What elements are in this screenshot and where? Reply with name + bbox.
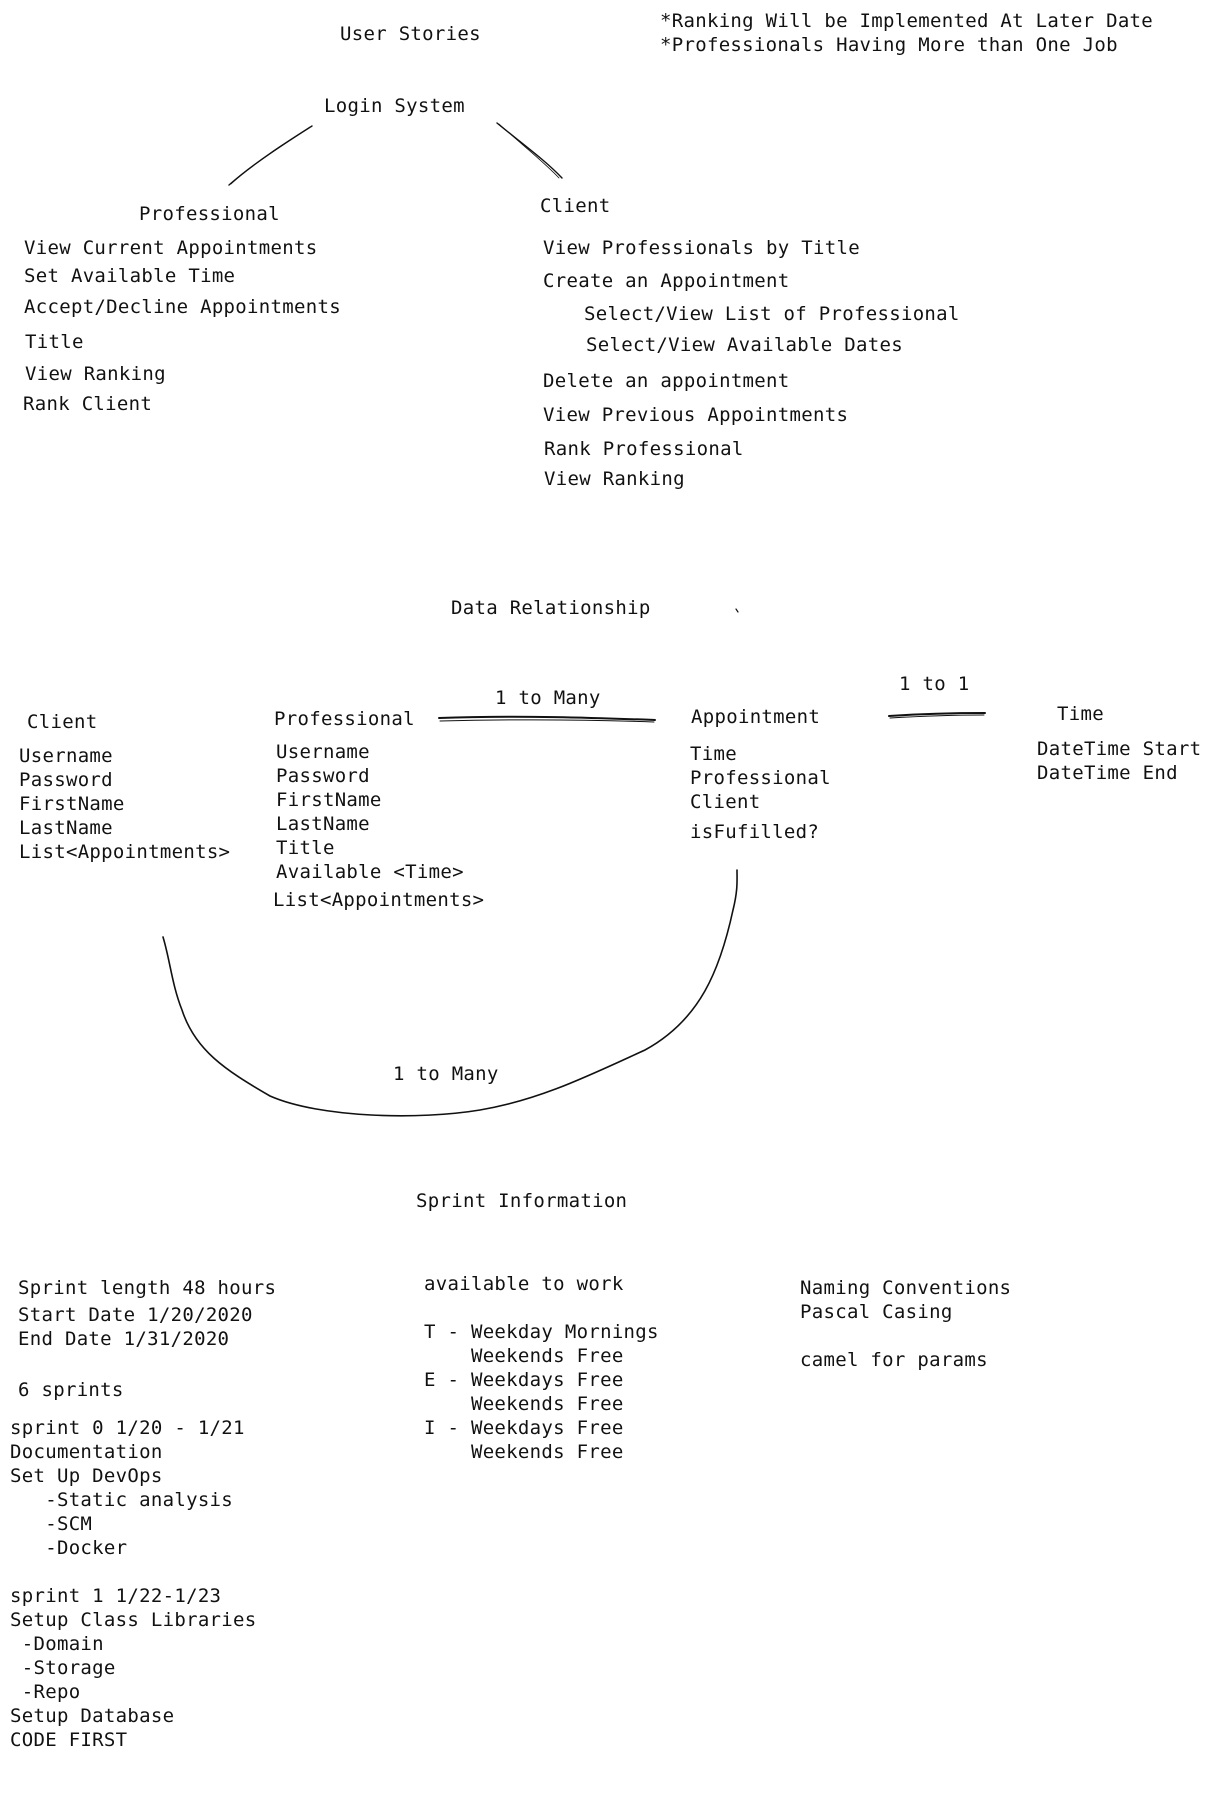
- entity-field: isFufilled?: [690, 821, 820, 843]
- professional-story-item: Accept/Decline Appointments: [24, 296, 341, 318]
- client-story-item: View Previous Appointments: [543, 404, 849, 426]
- entity-field: Time: [690, 743, 737, 765]
- sprint-1-line: CODE FIRST: [10, 1729, 128, 1751]
- entity-field: Password: [19, 769, 113, 791]
- sprint-1-line: -Repo: [10, 1681, 81, 1703]
- client-story-item: Select/View List of Professional: [584, 303, 960, 325]
- appointment-entity-title: Appointment: [691, 706, 821, 728]
- sprint-0-line: sprint 0 1/20 - 1/21: [10, 1417, 245, 1439]
- availability-block: T - Weekday Mornings Weekends Free E - W…: [424, 1320, 659, 1464]
- naming-conventions-block: Naming Conventions Pascal Casing camel f…: [800, 1276, 1011, 1372]
- sprint-0-block: sprint 0 1/20 - 1/21 Documentation Set U…: [10, 1416, 245, 1560]
- professional-story-item: Title: [25, 331, 84, 353]
- note-ranking: *Ranking Will be Implemented At Later Da…: [660, 10, 1154, 32]
- availability-line: Weekends Free: [424, 1441, 624, 1463]
- professional-story-item: Set Available Time: [24, 265, 236, 287]
- time-entity-fields: DateTime Start DateTime End: [1037, 737, 1201, 785]
- client-stories-title: Client: [540, 195, 611, 217]
- professional-stories-title: Professional: [139, 203, 280, 225]
- data-relationship-title: Data Relationship: [451, 597, 651, 619]
- appointment-entity-fields: Time Professional Client isFufilled?: [690, 742, 831, 844]
- client-story-item: Delete an appointment: [543, 370, 790, 392]
- entity-field: Available <Time>: [276, 861, 464, 883]
- sprint-summary-line: Sprint length 48 hours: [18, 1277, 277, 1299]
- availability-line: E - Weekdays Free: [424, 1369, 624, 1391]
- availability-line: T - Weekday Mornings: [424, 1321, 659, 1343]
- entity-field: LastName: [276, 813, 370, 835]
- sprint-0-line: -Static analysis: [10, 1489, 234, 1511]
- availability-title: available to work: [424, 1273, 624, 1295]
- client-story-item: Select/View Available Dates: [586, 334, 903, 356]
- sprint-summary: Sprint length 48 hours Start Date 1/20/2…: [18, 1274, 276, 1351]
- professional-appointment-line: [438, 715, 656, 721]
- entity-field: DateTime Start: [1037, 738, 1202, 760]
- sprint-0-line: -Docker: [10, 1537, 128, 1559]
- note-professionals-jobs: *Professionals Having More than One Job: [660, 34, 1118, 56]
- sprint-count: 6 sprints: [18, 1379, 124, 1401]
- sprint-1-line: -Storage: [10, 1657, 116, 1679]
- login-to-professional-line: [228, 125, 313, 186]
- naming-line: [800, 1324, 1011, 1348]
- sprint-1-block: sprint 1 1/22-1/23 Setup Class Libraries…: [10, 1584, 257, 1752]
- client-story-item: Rank Professional: [544, 438, 744, 460]
- availability-line: Weekends Free: [424, 1345, 624, 1367]
- sprint-0-line: Documentation: [10, 1441, 163, 1463]
- sprint-1-line: sprint 1 1/22-1/23: [10, 1585, 222, 1607]
- naming-line: Pascal Casing: [800, 1301, 953, 1323]
- entity-field: DateTime End: [1037, 762, 1178, 784]
- naming-line: camel for params: [800, 1349, 988, 1371]
- entity-field: Client: [690, 791, 761, 813]
- sprint-summary-line: Start Date 1/20/2020: [18, 1304, 253, 1326]
- entity-field: Professional: [690, 767, 831, 789]
- professional-story-item: View Current Appointments: [24, 237, 318, 259]
- entity-field: Username: [19, 745, 113, 767]
- entity-field: List<Appointments>: [273, 889, 485, 911]
- entity-field: Password: [276, 765, 370, 787]
- professional-entity-fields: Username Password FirstName LastName Tit…: [273, 740, 485, 912]
- entity-field: LastName: [19, 817, 113, 839]
- rel-client-appointment-label: 1 to Many: [393, 1063, 499, 1085]
- availability-line: Weekends Free: [424, 1393, 624, 1415]
- sprint-0-line: Set Up DevOps: [10, 1465, 163, 1487]
- login-system-label: Login System: [324, 95, 465, 117]
- sprint-1-line: -Domain: [10, 1633, 104, 1655]
- client-entity-title: Client: [27, 711, 98, 733]
- appointment-time-line: [888, 712, 986, 717]
- professional-story-item: View Ranking: [25, 363, 166, 385]
- rel-professional-appointment-label: 1 to Many: [495, 687, 601, 709]
- naming-line: Naming Conventions: [800, 1277, 1012, 1299]
- professional-story-item: Rank Client: [23, 393, 153, 415]
- entity-field: Username: [276, 741, 370, 763]
- user-stories-title: User Stories: [340, 23, 481, 45]
- professional-entity-title: Professional: [274, 708, 415, 730]
- client-entity-fields: Username Password FirstName LastName Lis…: [19, 744, 230, 864]
- rel-appointment-time-label: 1 to 1: [899, 673, 970, 695]
- login-to-client-line: [496, 122, 563, 179]
- sprint-1-line: Setup Database: [10, 1705, 175, 1727]
- sprint-summary-line: End Date 1/31/2020: [18, 1328, 230, 1350]
- time-entity-title: Time: [1057, 703, 1104, 725]
- sprint-information-title: Sprint Information: [416, 1190, 628, 1212]
- stray-mark: [735, 608, 739, 613]
- sprint-0-line: -SCM: [10, 1513, 93, 1535]
- entity-field: FirstName: [19, 793, 125, 815]
- client-story-item: View Professionals by Title: [543, 237, 860, 259]
- sprint-1-line: Setup Class Libraries: [10, 1609, 257, 1631]
- entity-field: Title: [276, 837, 335, 859]
- entity-field: FirstName: [276, 789, 382, 811]
- client-story-item: Create an Appointment: [543, 270, 790, 292]
- availability-line: I - Weekdays Free: [424, 1417, 624, 1439]
- entity-field: List<Appointments>: [19, 841, 231, 863]
- client-story-item: View Ranking: [544, 468, 685, 490]
